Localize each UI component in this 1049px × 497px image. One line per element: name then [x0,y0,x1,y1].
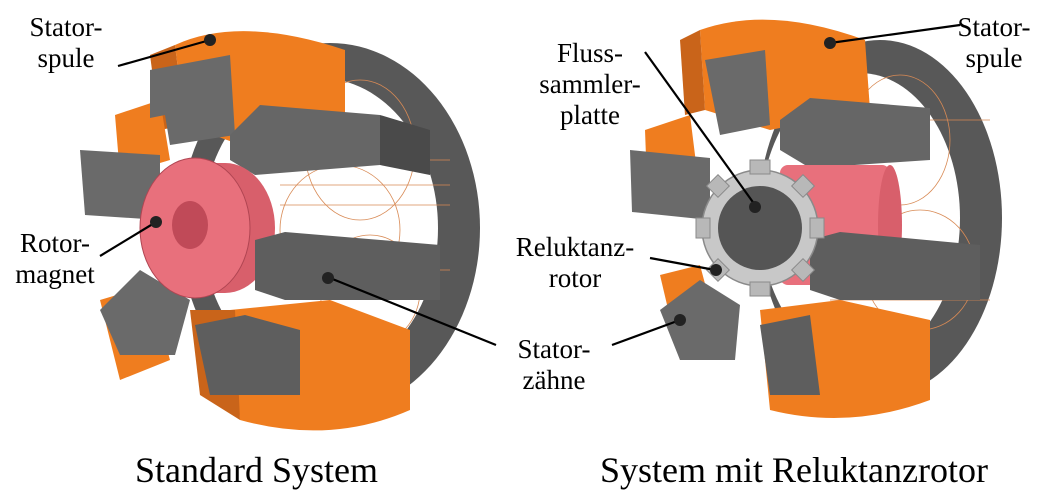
label-line: rotor [548,263,602,293]
label-line: spule [37,43,95,73]
stator-tooth-right-left [630,150,710,220]
stator-tooth-right-bottom [760,315,820,395]
flux-collector-center [718,186,802,270]
right-leader-lines [611,23,961,347]
caption-reluktanzrotor-system: System mit Reluktanzrotor [600,450,988,490]
label-statorspule-left: Stator- spule [6,12,126,74]
left-leader-dots [150,34,334,284]
rotor-magnet-bore [172,201,208,249]
label-statorspule-right: Stator- spule [940,12,1048,74]
label-rotormagnet: Rotor- magnet [0,228,110,290]
label-statorzaehne: Stator- zähne [494,334,614,396]
label-line: spule [965,43,1023,73]
label-line: platte [560,100,620,130]
label-line: Stator- [29,12,103,42]
label-flusssammlerplatte: Fluss- sammler- platte [520,38,660,131]
stator-tooth-upper-right [230,105,380,175]
stator-tooth-right-lower-left [660,280,740,360]
stator-tooth-lower-left [100,270,190,355]
stator-coil-right-top-side [680,30,705,115]
label-line: magnet [15,259,95,289]
label-line: Fluss- [556,38,624,68]
label-line: zähne [522,365,586,395]
stator-tooth-upper-right-face [380,115,430,175]
label-reluktanzrotor: Reluktanz- rotor [500,232,650,294]
reluctance-rotor-teeth [695,159,825,297]
label-line: Reluktanz- [515,232,635,262]
left-leader-lines [99,38,497,347]
stator-tooth-right-upper [780,98,930,168]
reluctance-system-illustration [611,19,1002,418]
stator-tooth-lower-right [255,232,440,300]
caption-standard-system: Standard System [135,450,378,490]
right-leader-dots [674,37,836,326]
stator-tooth-top [150,55,235,145]
stator-tooth-right-top [705,50,770,135]
label-line: Stator- [517,334,591,364]
label-line: sammler- [539,69,641,99]
label-line: Stator- [957,12,1031,42]
stator-tooth-left [80,150,160,220]
standard-system-illustration [80,31,497,431]
stator-tooth-right-lower-right [810,232,980,300]
stator-tooth-bottom [195,315,300,395]
label-line: Rotor- [20,228,90,258]
